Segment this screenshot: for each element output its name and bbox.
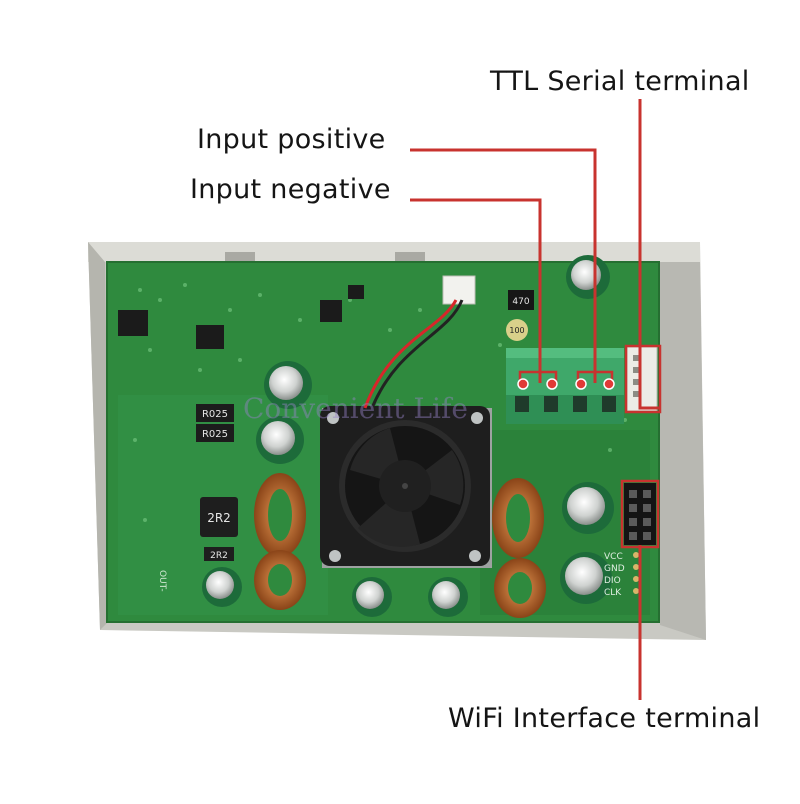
terminal-dots xyxy=(517,378,615,390)
input-negative-label: Input negative xyxy=(190,174,391,205)
pin-dio-label: DIO xyxy=(604,576,621,586)
ttl-serial-label: TTL Serial terminal xyxy=(490,66,750,97)
resistor-marking-1: R025 xyxy=(202,409,228,420)
out-label: OUT- xyxy=(157,570,167,592)
pin-gnd-label: GND xyxy=(604,564,625,574)
inductor-marking: 2R2 xyxy=(207,511,231,525)
fan-connector xyxy=(363,275,476,409)
pin-vcc-label: VCC xyxy=(604,552,623,562)
callout-lines xyxy=(410,99,660,700)
input-negative-callout-line xyxy=(410,198,542,383)
terminal-markers xyxy=(518,344,662,549)
inductor-small-marking: 2R2 xyxy=(210,551,228,561)
input-positive-callout-line xyxy=(410,148,597,383)
shunt-resistors: R025 R025 xyxy=(196,404,234,442)
ttl-callout-line xyxy=(638,99,660,410)
input-positive-label: Input positive xyxy=(197,124,386,155)
ic-chips xyxy=(118,285,364,349)
resistor-marking-2: R025 xyxy=(202,429,228,440)
cap-mid-marking: 100 xyxy=(509,326,524,335)
toroid-inductors xyxy=(254,473,546,618)
ttl-serial-connector xyxy=(626,346,658,412)
wifi-interface-label: WiFi Interface terminal xyxy=(448,703,761,734)
smd-inductor: 2R2 2R2 OUT- xyxy=(157,497,238,592)
cap-top-marking: 470 xyxy=(512,297,529,307)
electrolytic-capacitors: 470 100 xyxy=(202,255,614,617)
pin-clk-label: CLK xyxy=(604,588,622,598)
wifi-header: VCC GND DIO CLK xyxy=(604,483,656,598)
watermark: Convenient Life xyxy=(243,392,468,425)
cooling-fan xyxy=(320,406,492,568)
